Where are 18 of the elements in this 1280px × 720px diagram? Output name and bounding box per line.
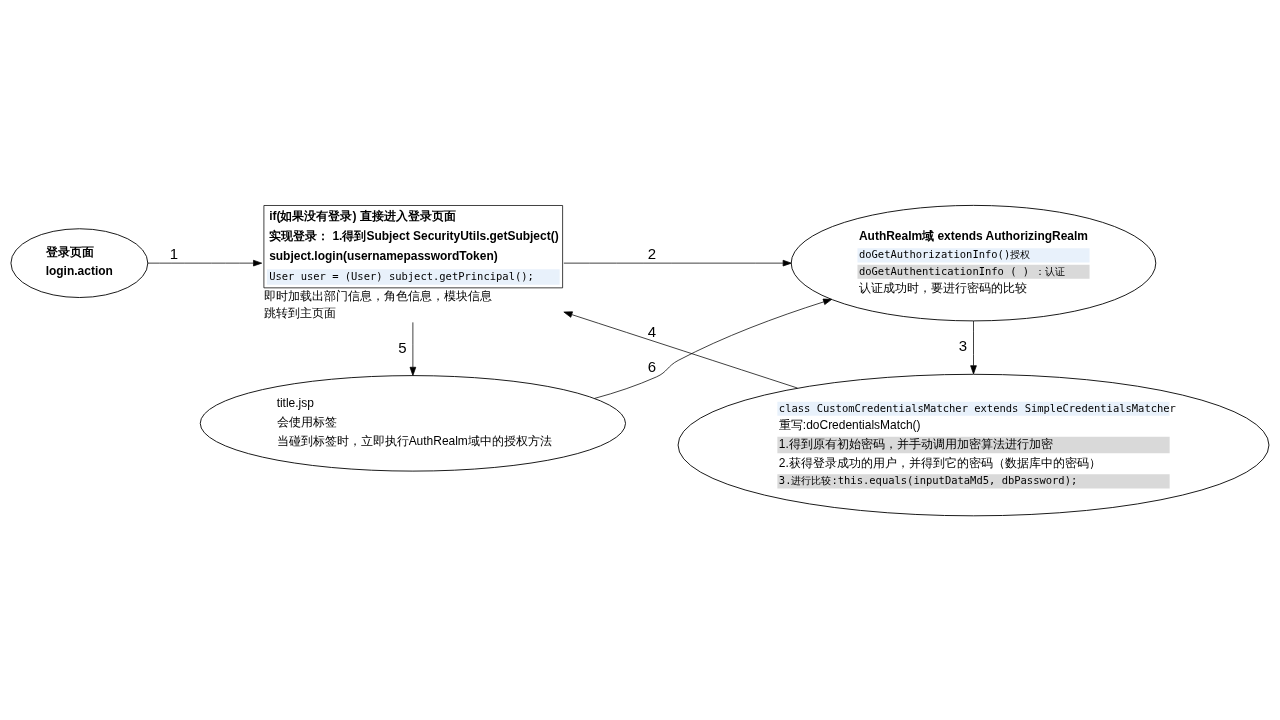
edge-label: 5 <box>398 338 407 356</box>
arrow <box>563 259 792 267</box>
node-ellipse: 登录页面 login.action <box>10 228 149 298</box>
node-ellipse: title.jsp 会使用标签 当碰到标签时，立即执行AuthRealm域中的授权方法 <box>199 375 626 472</box>
node-ellipse: AuthRealm域 extends AuthorizingRealm doGetAuthorizationInfo()授权 doGetAuthenticationInfo ( ) ：认证 认证成功时，要进行密码的比较 <box>790 204 1157 322</box>
arrow <box>563 311 798 389</box>
arrow <box>594 298 833 399</box>
edge-label: 6 <box>647 358 657 376</box>
arrow <box>970 320 977 375</box>
arrow <box>147 259 263 267</box>
node-label: 跳转到主页面 <box>263 305 336 320</box>
edge-label: 3 <box>958 337 968 355</box>
arrow <box>409 322 417 376</box>
node-ellipse: class CustomCredentialsMatcher extends SimpleCredentialsMatcher 重写:doCredentialsMatch() 1.得到原有初始密码，并手动调用加密算法进行加密 2.获得登录成功的用户，并得到它的密码（数据库中的密码） 3.进行比较:this.equals(inputDataMd5, dbPassword); <box>677 373 1270 517</box>
node-label: 即时加载出部门信息，角色信息，模块信息 <box>263 289 492 304</box>
edge-label: 2 <box>647 244 657 262</box>
edge-label: 4 <box>647 322 657 340</box>
edge-label: 1 <box>169 244 179 262</box>
